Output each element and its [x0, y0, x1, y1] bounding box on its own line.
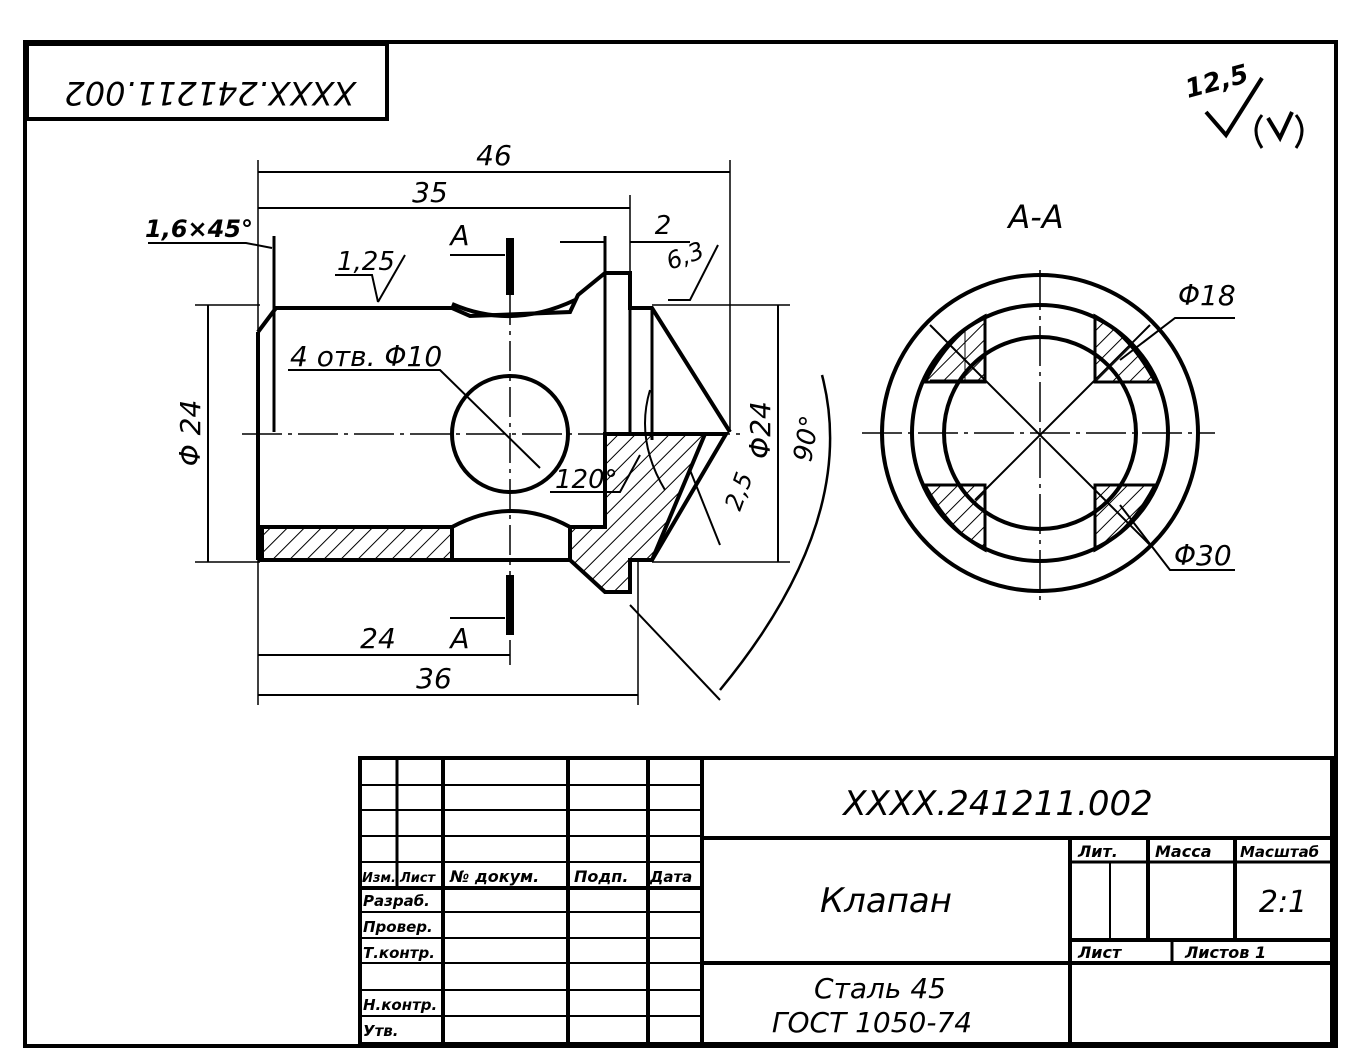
- angle-120: 120°: [555, 465, 618, 495]
- tb-part-name: Клапан: [820, 881, 952, 921]
- hdr-sheets: Листов 1: [1184, 943, 1266, 962]
- dim-chamfer: 1,6×45°: [145, 215, 253, 243]
- section-hatch-left: [260, 525, 454, 562]
- title-block: [358, 756, 1334, 1046]
- section-title: А-А: [1006, 198, 1063, 236]
- title-block-labels: XXXX.241211.002 Клапан Сталь 45 ГОСТ 105…: [362, 784, 1319, 1040]
- hdr-sheet: Лист: [1077, 943, 1123, 962]
- dim-24: 24: [360, 622, 396, 655]
- role-developed: Разраб.: [363, 892, 430, 910]
- hdr-mass: Масса: [1155, 842, 1211, 861]
- section-a-a-labels: А-А Φ18 Φ30: [1006, 198, 1235, 572]
- dim-phi24-left: Φ 24: [174, 400, 207, 467]
- designation-box-top: [25, 42, 389, 121]
- cut-label-bottom: А: [448, 622, 469, 655]
- dim-phi24-right: Φ24: [744, 401, 777, 459]
- main-view: [148, 160, 832, 705]
- role-tech-control: Т.контр.: [363, 944, 435, 962]
- role-checked: Провер.: [363, 918, 433, 936]
- role-norm-control: Н.контр.: [363, 996, 437, 1014]
- holes-label: 4 отв. Φ10: [290, 340, 442, 373]
- role-approved: Утв.: [363, 1022, 398, 1040]
- dim-36: 36: [416, 662, 452, 695]
- dim-2: 2: [655, 211, 672, 241]
- dim-46: 46: [476, 139, 512, 172]
- rough-1-25: 1,25: [337, 247, 395, 277]
- sheet-frame: [23, 40, 1338, 1048]
- hdr-doc: № докум.: [449, 867, 539, 886]
- dim-35: 35: [412, 176, 448, 209]
- tb-material-1: Сталь 45: [814, 972, 946, 1005]
- dim-phi30: Φ30: [1174, 539, 1232, 572]
- rough-2-5: 2,5: [719, 469, 758, 514]
- hdr-date: Дата: [649, 868, 692, 886]
- scale-value: 2:1: [1259, 885, 1307, 920]
- roughness-general-sign: 12,5: [1182, 59, 1304, 149]
- hdr-sign: Подп.: [574, 867, 628, 886]
- hdr-izm: Изм.: [362, 871, 396, 886]
- dim-phi18: Φ18: [1178, 279, 1236, 312]
- hdr-scale: Масштаб: [1240, 843, 1319, 861]
- hdr-list: Лист: [399, 871, 437, 886]
- cut-label-top: А: [448, 219, 469, 252]
- section-a-a: [862, 270, 1235, 600]
- tb-designation: XXXX.241211.002: [841, 784, 1152, 824]
- designation-top-text: XXXX.241211.002: [64, 74, 357, 112]
- tb-material-2: ГОСТ 1050-74: [772, 1006, 972, 1039]
- angle-90: 90°: [788, 413, 826, 464]
- section-hatch-right: [568, 432, 709, 594]
- hdr-lit: Лит.: [1077, 842, 1118, 861]
- svg-text:12,5: 12,5: [1182, 59, 1252, 105]
- main-view-labels: 46 35 1,6×45° 1,25 А 2 6,3 4 отв. Φ10 Φ …: [145, 139, 826, 695]
